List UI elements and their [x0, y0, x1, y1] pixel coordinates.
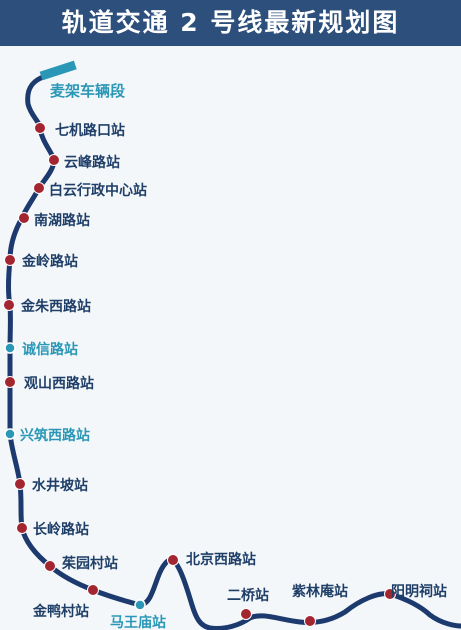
depot-label: 麦架车辆段	[50, 82, 126, 100]
station-marker	[44, 560, 56, 572]
station-label-erqiao: 二桥站	[227, 588, 269, 604]
station-label-yunfenglu: 云峰路站	[64, 155, 120, 171]
transfer-station-marker	[4, 428, 16, 440]
station-label-yangmingci: 阳明祠站	[391, 584, 447, 600]
station-label-guanshanxilu: 观山西路站	[24, 376, 94, 392]
station-marker	[167, 554, 179, 566]
station-marker	[33, 182, 45, 194]
depot-marker	[39, 60, 77, 81]
station-label-mawangmiao: 马王庙站	[110, 615, 166, 630]
title-banner: 轨道交通 2 号线最新规划图	[0, 0, 461, 46]
station-marker	[304, 615, 316, 627]
station-marker	[14, 478, 26, 490]
station-label-changlinglu: 长岭路站	[33, 522, 89, 538]
station-marker	[240, 608, 252, 620]
station-label-jinlinglu: 金岭路站	[22, 254, 78, 270]
station-marker	[384, 588, 396, 600]
stations-layer	[3, 122, 396, 627]
station-label-jinzhuxilu: 金朱西路站	[21, 299, 91, 315]
station-marker	[48, 154, 60, 166]
station-label-zilinan: 紫林庵站	[292, 584, 348, 600]
station-label-zhuyuancun: 茱园村站	[62, 556, 118, 572]
station-label-shuijingpo: 水井坡站	[32, 478, 88, 494]
station-marker	[4, 254, 16, 266]
transfer-station-marker	[134, 599, 146, 611]
station-label-chengxinlu: 诚信路站	[22, 342, 78, 358]
station-marker	[3, 299, 15, 311]
station-marker	[34, 122, 46, 134]
station-label-baiyunxingzheng: 白云行政中心站	[49, 183, 147, 199]
station-label-nanhulu: 南湖路站	[34, 213, 90, 229]
station-marker	[87, 584, 99, 596]
station-label-qijilukou: 七机路口站	[55, 123, 125, 139]
station-label-beijingxilu: 北京西路站	[186, 552, 256, 568]
station-marker	[4, 376, 16, 388]
station-label-jinyacun: 金鸭村站	[33, 604, 89, 620]
station-label-xingzhuxilu: 兴筑西路站	[20, 428, 90, 444]
transfer-station-marker	[4, 342, 16, 354]
station-marker	[16, 522, 28, 534]
map-title: 轨道交通 2 号线最新规划图	[61, 8, 400, 37]
station-marker	[18, 212, 30, 224]
